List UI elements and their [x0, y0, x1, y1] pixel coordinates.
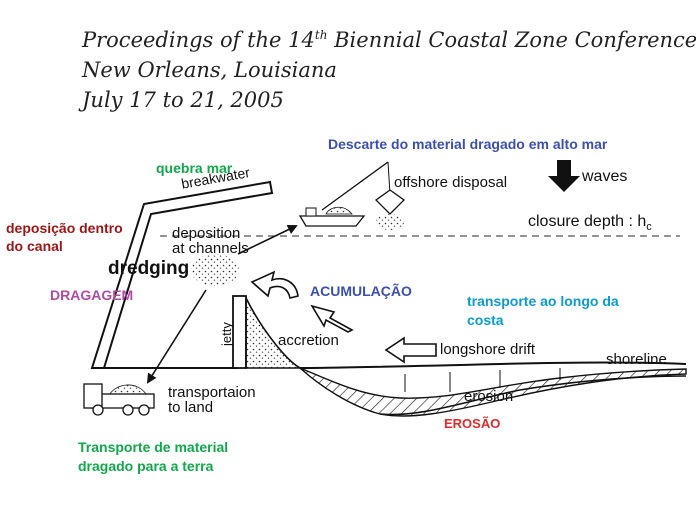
- waves-arrow-icon: [548, 160, 580, 192]
- erosion-label: erosion: [464, 388, 514, 405]
- transporte-terra-label-pt-line2: dragado para a terra: [78, 458, 214, 474]
- accretion-arrow-icon: [310, 304, 354, 333]
- shoreline-label: shoreline: [606, 351, 667, 368]
- deposition-label-line2: at channels: [172, 240, 249, 257]
- quebra-mar-label-pt: quebra mar: [156, 160, 233, 176]
- dredging-label: dredging: [108, 258, 190, 279]
- truck-wheel-icon: [138, 404, 150, 416]
- descarte-label-pt: Descarte do material dragado em alto mar: [328, 136, 608, 152]
- dredged-sediment-cloud: [191, 254, 239, 286]
- offshore-disposal-label: offshore disposal: [394, 174, 508, 191]
- crane-cable: [387, 161, 391, 195]
- ship-cabin-icon: [305, 207, 317, 217]
- jetty-shape: [232, 295, 247, 369]
- disposed-sediment: [376, 214, 404, 230]
- conference-location: New Orleans, Louisiana: [82, 58, 337, 82]
- arrow-to-offshore: [237, 224, 298, 255]
- transporte-costa-label-pt-line2: costa: [467, 312, 504, 328]
- transport-label-line1: transportaion: [168, 384, 256, 401]
- deposicao-label-pt-line2: do canal: [6, 238, 63, 254]
- erosion-profile-line: [379, 375, 687, 416]
- waves-label: waves: [582, 168, 628, 185]
- closure-depth-label: closure depth : hc: [528, 213, 652, 234]
- longshore-drift-arrow-icon: [384, 336, 437, 364]
- crane-boom: [321, 161, 389, 211]
- jetty-label: jetty: [219, 322, 234, 346]
- acumulacao-label-pt: ACUMULAÇÃO: [310, 283, 412, 299]
- shoreline-line: [299, 361, 687, 369]
- transport-label-line2: to land: [168, 399, 214, 416]
- deposicao-label-pt-line1: deposição dentro: [6, 220, 123, 236]
- transporte-terra-label-pt-line1: Transporte de material: [78, 439, 229, 455]
- ship-hull-icon: [298, 215, 366, 227]
- truck-cab-icon: [83, 383, 103, 409]
- truck-wheel-icon: [122, 404, 134, 416]
- truck-cargo: [109, 384, 147, 395]
- ship-cargo: [325, 206, 353, 215]
- conference-dates: July 17 to 21, 2005: [82, 88, 284, 112]
- truck-wheel-icon: [92, 404, 104, 416]
- proceedings-title: Proceedings of the 14th Biennial Coastal…: [82, 28, 696, 52]
- grab-bucket-icon: [374, 189, 406, 215]
- accretion-label: accretion: [278, 332, 339, 349]
- erosao-label-pt: EROSÃO: [444, 416, 501, 431]
- deposition-label-line1: deposition: [172, 225, 241, 242]
- longshore-drift-label: longshore drift: [440, 341, 536, 358]
- dragagem-label-pt: DRAGAGEM: [50, 287, 134, 303]
- transporte-costa-label-pt-line1: transporte ao longo da: [467, 293, 619, 309]
- arrow-to-land: [146, 289, 207, 384]
- circulation-arrow-icon: [250, 270, 299, 299]
